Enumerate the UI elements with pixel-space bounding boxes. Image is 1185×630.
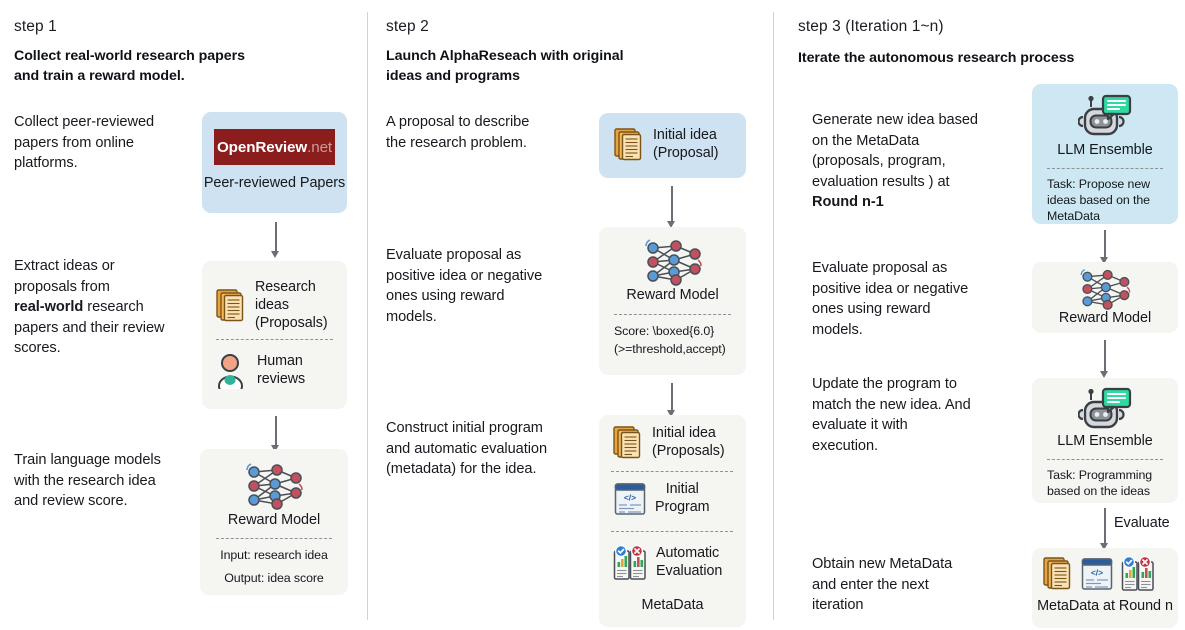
reward-model-step3-label: Reward Model <box>1058 310 1152 326</box>
llm-ensemble-program-task-1: Task: Programming <box>1047 468 1153 482</box>
step-1-title-line-2: and train a reward model. <box>14 68 185 85</box>
step-2-label: step 2 <box>386 18 429 35</box>
step-1-title-line-1: Collect real-world research papers <box>14 48 245 64</box>
svg-text:</>: </> <box>1091 568 1103 578</box>
neural-network-icon <box>241 461 307 511</box>
llm-ensemble-propose-task-3: MetaData <box>1047 209 1100 223</box>
metadata-round-n-label: MetaData at Round n <box>1037 598 1173 614</box>
llm-ensemble-propose-label: LLM Ensemble <box>1057 142 1153 158</box>
neural-network-icon <box>640 237 706 287</box>
initial-idea-text: Initial idea(Proposal) <box>653 127 719 161</box>
documents-icon <box>1043 557 1073 591</box>
llm-ensemble-propose-task-1: Task: Propose new <box>1047 177 1150 191</box>
human-reviews-text: Human reviews <box>257 353 306 387</box>
llm-ensemble-program-task-2: based on the ideas <box>1047 484 1150 498</box>
node-peer-reviewed-papers[interactable]: OpenReview.net Peer-reviewed Papers <box>202 112 347 213</box>
research-ideas-text: Research ideas(Proposals) <box>255 279 328 331</box>
column-divider-2 <box>773 12 774 620</box>
reward-model-step2-score: Score: \boxed{6.0} <box>614 324 715 338</box>
node-metadata-round-n[interactable]: </> <box>1032 548 1178 628</box>
documents-icon <box>613 426 643 460</box>
step-1-label: step 1 <box>14 18 57 35</box>
metadata-initial-idea-text: Initial idea(Proposals) <box>652 425 725 459</box>
step-3-label: step 3 (Iteration 1~n) <box>798 18 944 35</box>
step-1-column: step 1 Collect real-world research paper… <box>0 0 367 630</box>
openreview-logo: OpenReview.net <box>214 129 335 165</box>
node-initial-idea[interactable]: Initial idea(Proposal) <box>599 113 746 178</box>
metadata-separator-2 <box>611 531 733 532</box>
step-2-title: Launch AlphaReseach with original ideas … <box>386 46 726 86</box>
documents-icon <box>614 128 644 162</box>
metadata-step2-label: MetaData <box>641 597 704 613</box>
code-window-icon: </> <box>614 482 646 516</box>
person-icon <box>216 353 248 389</box>
reward-model-step1-input: Input: research idea <box>220 548 328 562</box>
reward-model-step1-separator <box>216 538 332 539</box>
reward-model-step1-label: Reward Model <box>227 512 321 528</box>
step-2-title-line-1: Launch AlphaReseach with original <box>386 48 624 64</box>
openreview-logo-main: OpenReview <box>216 138 308 156</box>
step-3-title: Iterate the autonomous research process <box>798 50 1075 66</box>
initial-idea-row: Initial idea(Proposal) <box>614 127 719 163</box>
reward-model-step2-label: Reward Model <box>626 287 719 303</box>
column-divider-1 <box>367 12 368 620</box>
node-research-ideas[interactable]: Research ideas(Proposals) Human reviews <box>202 261 347 409</box>
robot-icon <box>1078 386 1132 434</box>
step-2-column: step 2 Launch AlphaReseach with original… <box>386 0 773 630</box>
documents-icon <box>216 289 246 323</box>
human-reviews-row: Human reviews <box>216 353 347 389</box>
research-ideas-row: Research ideas(Proposals) <box>216 279 347 333</box>
reward-model-step1-output: Output: idea score <box>224 571 324 585</box>
metadata-round-n-icons: </> <box>1043 556 1155 592</box>
code-window-icon: </> <box>1081 557 1113 591</box>
node-reward-model-step3[interactable]: Reward Model <box>1032 262 1178 333</box>
peer-reviewed-papers-label: Peer-reviewed Papers <box>203 175 346 191</box>
evaluation-icon <box>613 545 647 581</box>
llm-ensemble-propose-task-2: ideas based on the <box>1047 193 1150 207</box>
llm-ensemble-program-separator <box>1047 459 1163 460</box>
node-llm-ensemble-program[interactable]: LLM Ensemble Task: Programming based on … <box>1032 378 1178 503</box>
step-3-column: step 3 (Iteration 1~n) Iterate the auton… <box>790 0 1185 630</box>
reward-model-step2-threshold: (>=threshold,accept) <box>614 342 726 356</box>
robot-icon <box>1078 93 1132 141</box>
reward-model-step2-separator <box>614 314 731 315</box>
llm-ensemble-propose-separator <box>1047 168 1163 169</box>
openreview-logo-suffix: .net <box>307 138 333 156</box>
svg-text:</>: </> <box>624 492 636 502</box>
metadata-separator-1 <box>611 471 733 472</box>
step-2-title-line-2: ideas and programs <box>386 68 520 85</box>
arrow-caption-evaluate: Evaluate <box>1114 515 1170 531</box>
metadata-initial-idea-row: Initial idea(Proposals) <box>613 425 725 461</box>
llm-ensemble-program-label: LLM Ensemble <box>1057 433 1153 449</box>
evaluation-icon <box>1121 556 1155 592</box>
node-reward-model-step2[interactable]: Reward Model Score: \boxed{6.0} (>=thres… <box>599 227 746 375</box>
research-ideas-separator <box>216 339 333 340</box>
neural-network-icon <box>1074 267 1136 311</box>
step-1-title: Collect real-world research papers and t… <box>14 46 344 86</box>
node-llm-ensemble-propose[interactable]: LLM Ensemble Task: Propose new ideas bas… <box>1032 84 1178 224</box>
node-reward-model-step1[interactable]: Reward Model Input: research idea Output… <box>200 449 348 595</box>
node-metadata-step2[interactable]: Initial idea(Proposals) </> <box>599 415 746 627</box>
